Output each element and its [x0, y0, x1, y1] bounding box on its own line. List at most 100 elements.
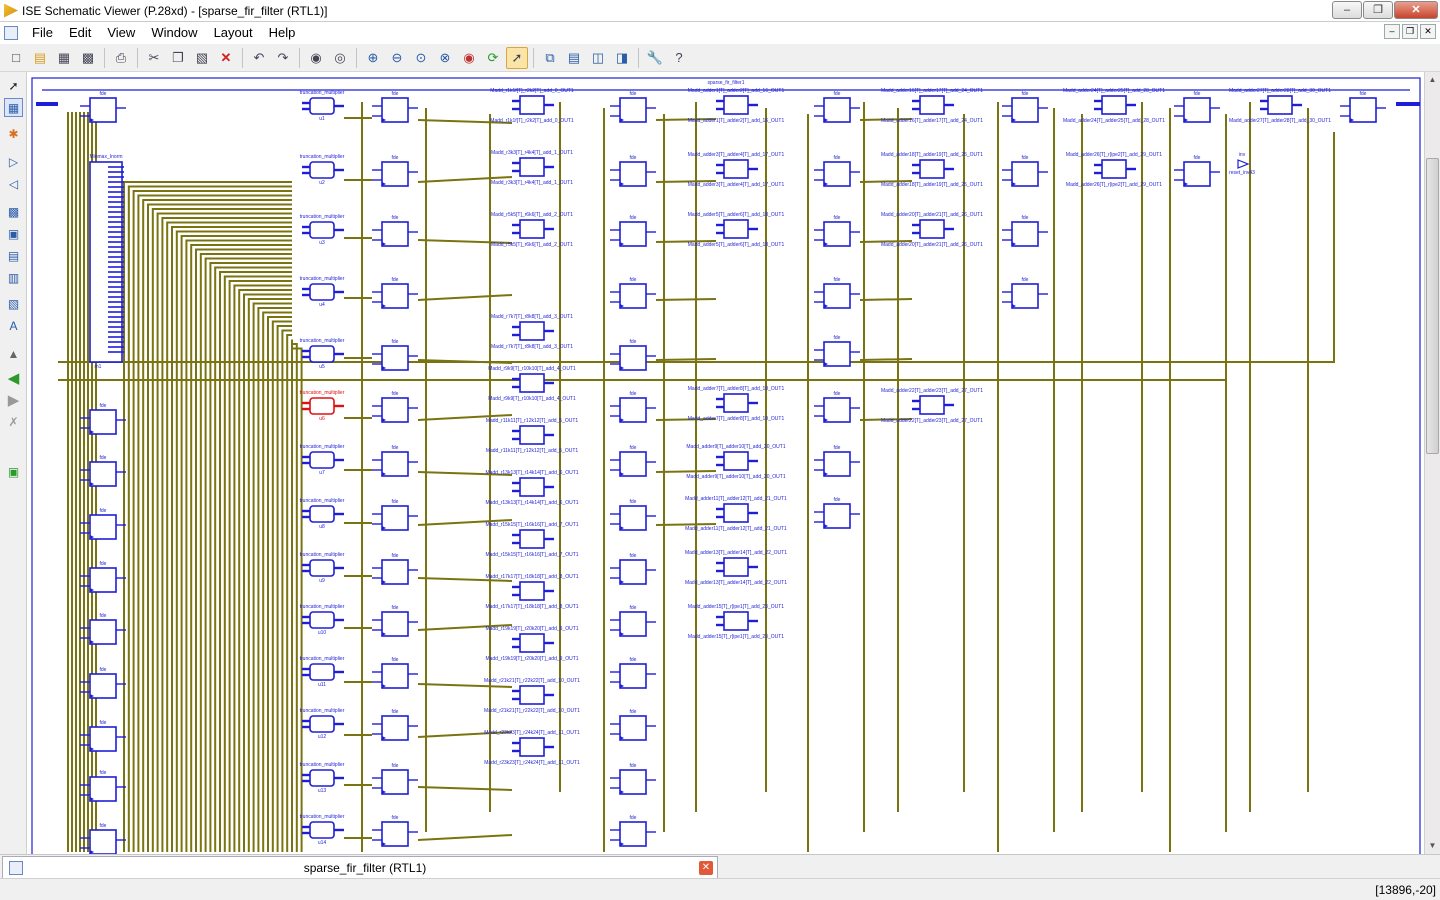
truncation-multiplier-block: [309, 821, 335, 839]
open-icon[interactable]: ▤: [33, 49, 47, 65]
fde-label: fde: [630, 763, 637, 769]
zoom-area-icon[interactable]: ⊗: [439, 49, 451, 65]
export-icon[interactable]: ▣: [7, 464, 20, 479]
clock-pin-icon: [1012, 182, 1016, 186]
title-bar: ISE Schematic Viewer (P.28xd) - [sparse_…: [0, 0, 1440, 22]
adder-block: [723, 219, 749, 239]
adder-label: Madd_adder26[T]_r[ipe2[T]_add_29_OUT1: [1066, 182, 1162, 188]
clock-pin-icon: [382, 736, 386, 740]
adder-block: [519, 477, 545, 497]
top-module-label: sparse_fir_filter1: [708, 80, 745, 86]
adder-block: [723, 95, 749, 115]
undo-icon[interactable]: ↶: [253, 49, 265, 65]
vertical-scrollbar[interactable]: ▲ ▼: [1424, 72, 1440, 854]
fde-label: fde: [1022, 155, 1029, 161]
document-tab-bar: sparse_fir_filter (RTL1) ✕: [0, 854, 1440, 878]
find-icon[interactable]: ◉: [310, 49, 322, 65]
close-button[interactable]: ✕: [1394, 1, 1438, 19]
menu-help[interactable]: Help: [268, 25, 296, 40]
wire: [859, 418, 913, 421]
maximize-button[interactable]: ❐: [1363, 1, 1393, 19]
fde-label: fde: [392, 815, 399, 821]
show-icon[interactable]: ▥: [7, 270, 20, 285]
fde-label: fde: [834, 215, 841, 221]
tab-sparse-fir-filter[interactable]: sparse_fir_filter (RTL1) ✕: [2, 856, 718, 878]
menu-view[interactable]: View: [107, 25, 136, 40]
remove-ports-icon[interactable]: ◁: [8, 176, 19, 191]
clock-pin-icon: [1012, 118, 1016, 122]
save-icon[interactable]: ▦: [57, 49, 71, 65]
scroll-thumb[interactable]: [1426, 158, 1439, 454]
net-icon[interactable]: ✱: [8, 126, 19, 141]
adder-label: Madd_adder26[T]_r[ipe2[T]_add_29_OUT1: [1066, 152, 1162, 158]
collapse-icon[interactable]: ▣: [7, 226, 20, 241]
adder-block: [519, 157, 545, 177]
adder-block: [1101, 95, 1127, 115]
menu-edit[interactable]: Edit: [68, 25, 92, 40]
delete-icon[interactable]: ✕: [220, 49, 232, 65]
tile-horizontal-icon[interactable]: ▤: [567, 49, 581, 65]
hide-icon[interactable]: ▤: [7, 248, 20, 263]
save-all-icon[interactable]: ▩: [81, 49, 95, 65]
multiplier-label: truncation_multiplier: [300, 604, 345, 610]
scroll-up-icon[interactable]: ▲: [1428, 75, 1437, 84]
zoom-fit-icon[interactable]: ◉: [463, 49, 475, 65]
zoom-out-icon[interactable]: ⊖: [391, 49, 403, 65]
schematic-diagram[interactable]: sparse_fir_filter1Minmax_Inormm1fdefdefd…: [28, 72, 1424, 854]
mdi-minimize-button[interactable]: –: [1384, 24, 1400, 39]
tool-icon[interactable]: 🔧: [646, 49, 664, 65]
mdi-close-button[interactable]: ✕: [1420, 24, 1436, 39]
help-icon[interactable]: ?: [675, 50, 683, 65]
fde-block: [89, 409, 117, 435]
select-mode-icon[interactable]: ➚: [506, 46, 528, 69]
stop-icon[interactable]: ✗: [8, 414, 19, 429]
add-ports-icon[interactable]: ▷: [8, 154, 19, 169]
truncation-multiplier-block: [309, 505, 335, 523]
menu-layout[interactable]: Layout: [213, 25, 253, 40]
adder-label: Madd_adder27[T]_adder28[T]_add_30_OUT1: [1229, 88, 1331, 94]
mdi-restore-button[interactable]: ❐: [1402, 24, 1418, 39]
fde-label: fde: [834, 335, 841, 341]
clock-pin-icon: [620, 242, 624, 246]
menu-window[interactable]: Window: [151, 25, 198, 40]
forward-icon[interactable]: ▶: [7, 391, 20, 409]
select-icon[interactable]: ➚: [8, 78, 19, 93]
adder-block: [1101, 159, 1127, 179]
fde-label: fde: [100, 770, 107, 776]
scroll-down-icon[interactable]: ▼: [1428, 841, 1437, 850]
adder-block: [723, 451, 749, 471]
arrange-icon[interactable]: ◨: [615, 49, 629, 65]
tile-vertical-icon[interactable]: ◫: [591, 49, 605, 65]
pin-icon[interactable]: ▧: [7, 296, 20, 311]
back-icon[interactable]: ◀: [7, 369, 20, 387]
cascade-icon[interactable]: ⧉: [545, 49, 555, 65]
home-icon[interactable]: ▲: [7, 346, 20, 361]
fde-label: fde: [392, 277, 399, 283]
adder-label: Madd_adder13[T]_adder14[T]_add_22_OUT1: [685, 580, 787, 586]
cut-icon[interactable]: ✂: [148, 49, 160, 65]
print-icon[interactable]: ⎙: [115, 49, 127, 65]
zoom-full-icon[interactable]: ⊙: [415, 49, 427, 65]
zoom-select-icon[interactable]: ▦: [4, 98, 23, 117]
redo-icon[interactable]: ↷: [277, 49, 289, 65]
zoom-in-icon[interactable]: ⊕: [367, 49, 379, 65]
refresh-icon[interactable]: ⟳: [487, 49, 499, 65]
new-icon[interactable]: □: [12, 50, 20, 65]
adder-label: Madd_r13k13[T]_r14k14[T]_add_6_OUT1: [485, 470, 578, 476]
fde-label: fde: [392, 91, 399, 97]
clock-pin-icon: [90, 694, 94, 698]
copy-icon[interactable]: ❐: [172, 49, 184, 65]
minimize-button[interactable]: –: [1332, 1, 1362, 19]
wire: [58, 162, 1227, 381]
close-tab-icon[interactable]: ✕: [699, 860, 713, 875]
truncation-multiplier-block: [309, 345, 335, 363]
find-next-icon[interactable]: ◎: [334, 49, 346, 65]
paste-icon[interactable]: ▧: [195, 49, 209, 65]
wire: [132, 190, 292, 852]
menu-file[interactable]: File: [32, 25, 53, 40]
text-icon[interactable]: A: [9, 318, 18, 333]
fde-label: fde: [392, 215, 399, 221]
wire: [859, 298, 913, 301]
expand-icon[interactable]: ▩: [7, 204, 20, 219]
